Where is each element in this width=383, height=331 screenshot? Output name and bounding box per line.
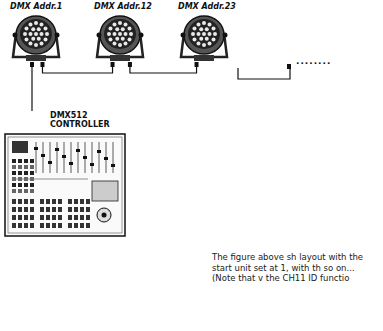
dmx-cable (42, 63, 112, 73)
address-label: DMX Addr.1 (10, 2, 62, 11)
dmx-cable (130, 63, 197, 73)
par-light-icon (178, 13, 230, 63)
chain-continuation (238, 68, 290, 79)
par-light-icon (94, 13, 146, 63)
address-label: DMX Addr.12 (94, 2, 152, 11)
note-text: The figure above sh layout with the star… (212, 252, 378, 284)
pin-terminal (287, 64, 291, 69)
par-light-icon (10, 13, 62, 63)
controller-drawing (4, 133, 126, 237)
continuation-dots: ........ (296, 56, 331, 66)
controller-label: DMX512 CONTROLLER (50, 111, 120, 129)
dmx-cable (31, 63, 32, 111)
par-light: DMX Addr.1 (10, 2, 62, 63)
dmx-controller: DMX512 CONTROLLER (4, 111, 126, 237)
address-label: DMX Addr.23 (178, 2, 236, 11)
par-light: DMX Addr.23 (178, 2, 236, 63)
par-light: DMX Addr.12 (94, 2, 152, 63)
